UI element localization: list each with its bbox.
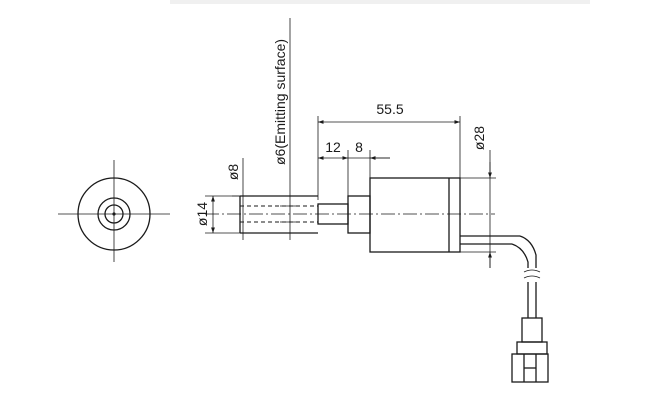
connector-body [511,353,549,383]
end-view-inner-circle [104,204,124,224]
top-edge-shadow [170,0,590,4]
cable-bend-outer [519,235,537,268]
emitting-surface-label: ø6(Emitting surface) [272,39,288,165]
side-view [205,177,549,383]
length-12-label: 12 [325,139,341,155]
diameter-28-label: ø28 [471,126,487,150]
end-view [58,160,170,262]
end-view-center-dot [112,212,116,216]
end-view-middle-circle [97,197,131,231]
length-8-label: 8 [355,139,363,155]
flange [347,195,371,234]
cable-break-upper [523,269,541,273]
length-55-5-label: 55.5 [376,101,403,117]
diameter-14-label: ø14 [194,202,210,226]
cable-break-lower [523,275,541,279]
connector [511,317,549,383]
connector-collar [516,341,548,355]
dimensions: 55.5 12 8 ø28 ø8 ø14 ø6(Emitting surface… [194,18,496,268]
diameter-8-label: ø8 [225,164,241,181]
cable-bend-inner [511,243,529,268]
housing-body [369,177,461,253]
connector-upper [521,317,543,343]
end-view-outer-circle [77,177,151,251]
